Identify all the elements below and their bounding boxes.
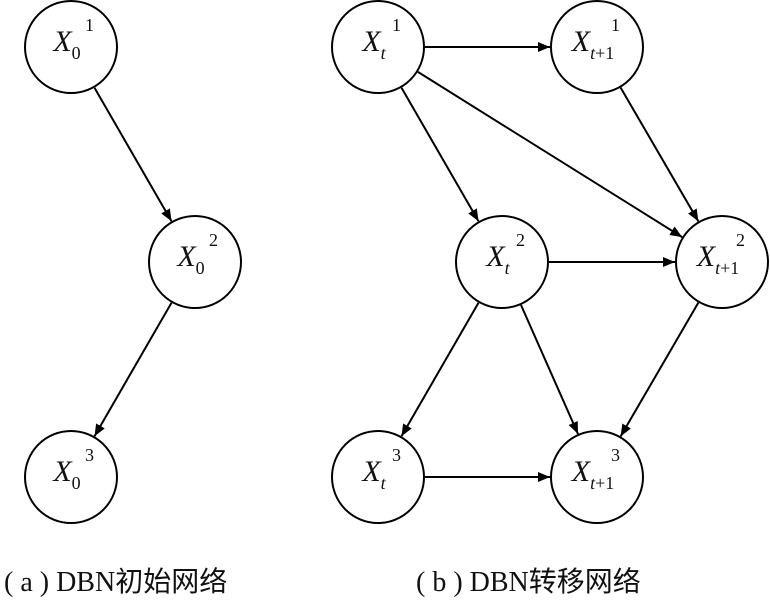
- edge-xt_1-to-xt_2: [400, 87, 480, 222]
- node-subscript: 0: [71, 473, 81, 493]
- edge-xt_2-to-xt1_3: [520, 304, 579, 435]
- node-superscript: 1: [85, 15, 94, 35]
- node-x0_1: [24, 0, 118, 94]
- edge-xt_2-to-xt_3: [400, 302, 480, 437]
- node-superscript: 1: [611, 15, 620, 35]
- node-subscript: t+1: [590, 43, 615, 63]
- node-variable: X: [362, 455, 381, 488]
- node-variable: X: [486, 240, 505, 273]
- node-superscript: 1: [392, 15, 401, 35]
- edge-x0_2-to-x0_3: [93, 302, 173, 437]
- node-variable: X: [53, 25, 72, 58]
- node-subscript: t+1: [715, 258, 740, 278]
- node-superscript: 3: [611, 445, 620, 465]
- node-superscript: 3: [85, 445, 94, 465]
- node-subscript: t: [380, 43, 386, 63]
- node-variable: X: [362, 25, 381, 58]
- node-superscript: 2: [209, 230, 218, 250]
- node-superscript: 2: [736, 230, 745, 250]
- node-variable: X: [696, 240, 716, 273]
- node-subscript: 0: [71, 43, 81, 63]
- edge-xt1_2-to-xt1_3: [619, 302, 700, 437]
- node-subscript: 0: [195, 258, 205, 278]
- node-superscript: 3: [392, 445, 401, 465]
- node-variable: X: [53, 455, 72, 488]
- node-xt1_2: [675, 215, 769, 309]
- node-xt_2: [455, 215, 549, 309]
- node-x0_3: [24, 430, 118, 524]
- node-xt1_3: [550, 430, 644, 524]
- edge-x0_1-to-x0_2: [93, 87, 173, 222]
- node-xt_3: [331, 430, 425, 524]
- node-variable: X: [571, 25, 591, 58]
- edge-xt_1-to-xt1_2: [417, 71, 683, 238]
- node-variable: X: [177, 240, 196, 273]
- node-xt_1: [331, 0, 425, 94]
- node-subscript: t+1: [590, 473, 615, 493]
- node-x0_2: [148, 215, 242, 309]
- node-label-xt1_3: Xt+1 3: [547, 445, 639, 493]
- node-label-xt1_2: Xt+1 2: [672, 230, 764, 278]
- node-superscript: 2: [516, 230, 525, 250]
- node-subscript: t: [380, 473, 386, 493]
- node-subscript: t: [504, 258, 510, 278]
- edge-xt1_1-to-xt1_2: [619, 87, 700, 222]
- node-xt1_1: [550, 0, 644, 94]
- node-label-xt1_1: Xt+1 1: [547, 15, 639, 63]
- caption-initial-network: ( a ) DBN初始网络: [4, 567, 228, 598]
- caption-transition-network: ( b ) DBN转移网络: [416, 567, 641, 598]
- node-variable: X: [571, 455, 591, 488]
